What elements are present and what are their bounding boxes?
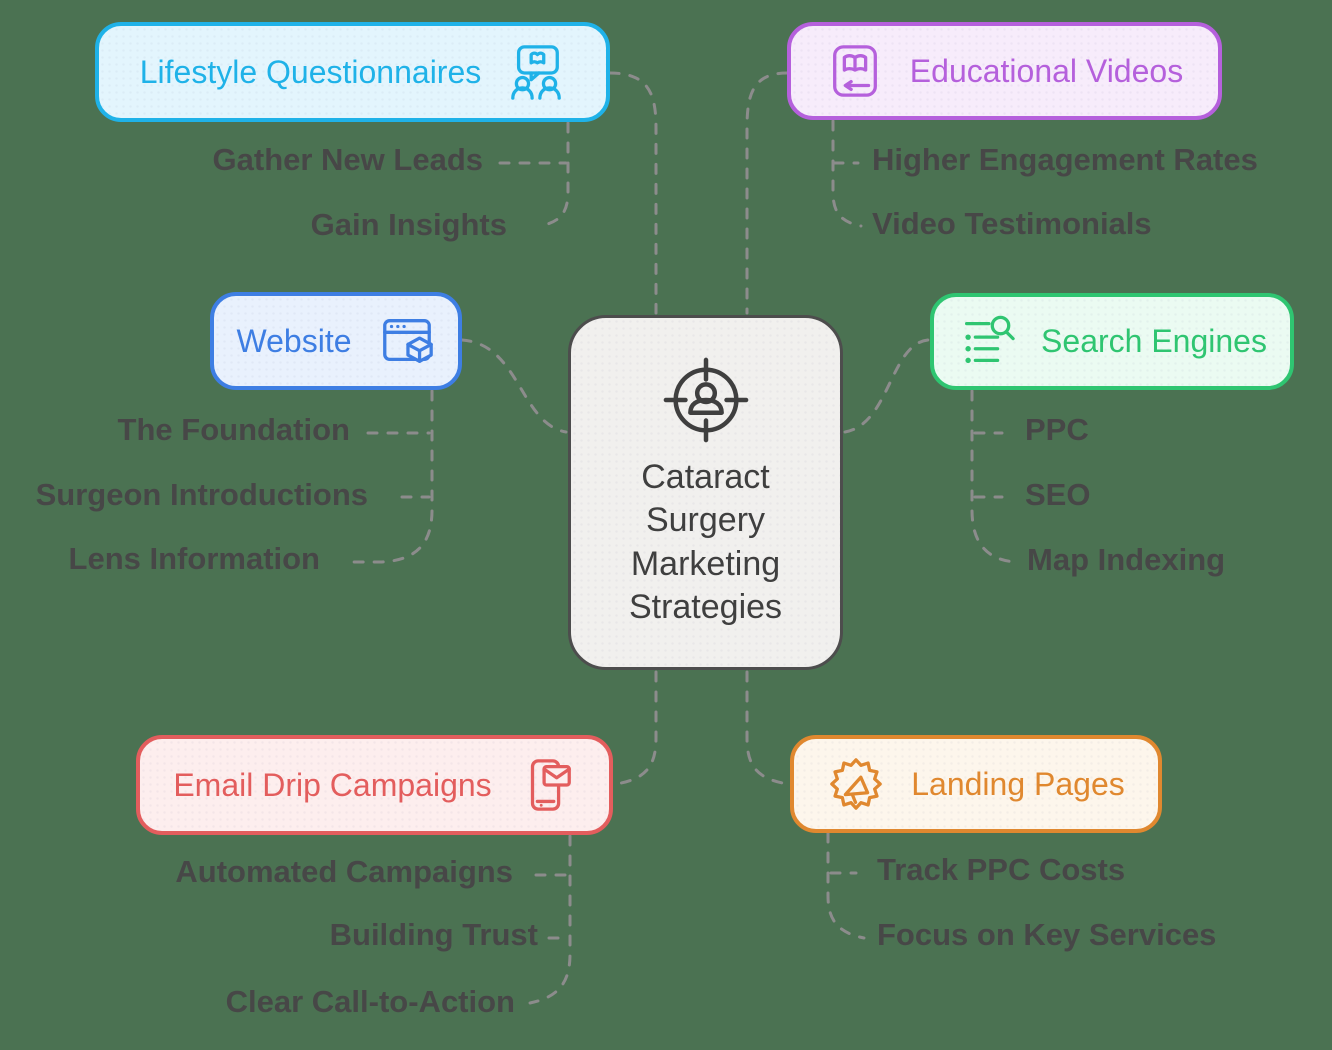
connector-center-to-email	[614, 670, 658, 786]
branch-node-landing-pages: Landing Pages	[790, 735, 1162, 833]
child-label-seo: SEO	[1025, 477, 1091, 512]
central-node: Cataract Surgery Marketing Strategies	[568, 315, 843, 670]
child-label-surgeon-introductions: Surgeon Introductions	[35, 477, 368, 512]
branch-title: Lifestyle Questionnaires	[139, 53, 482, 90]
central-title-line: Cataract	[641, 458, 770, 497]
branch-title: Educational Videos	[909, 52, 1184, 89]
target-user-icon	[662, 356, 750, 444]
connector-educational-to-center	[745, 71, 789, 315]
child-label-map-indexing: Map Indexing	[1027, 542, 1226, 577]
browser-cube-icon	[378, 312, 436, 370]
branch-node-email-drip-campaigns: Email Drip Campaigns	[136, 735, 613, 835]
connector-lifestyle-to-center	[608, 71, 658, 315]
badge-megaphone-icon	[827, 755, 885, 813]
branch-node-lifestyle-questionnaires: Lifestyle Questionnaires	[95, 22, 610, 122]
connector-website-to-center	[460, 338, 568, 434]
child-label-clear-call-to-action: Clear Call-to-Action	[225, 984, 515, 1019]
connector-email-children	[528, 834, 572, 1005]
connector-center-to-landing	[745, 670, 790, 786]
child-label-automated-campaigns: Automated Campaigns	[175, 854, 513, 889]
branch-node-search-engines: Search Engines	[930, 293, 1294, 390]
people-chat-icon	[507, 43, 565, 101]
child-label-building-trust: Building Trust	[329, 917, 538, 952]
connector-lifestyle-children	[538, 121, 570, 228]
list-search-icon	[957, 313, 1015, 371]
connector-landing-children	[826, 831, 866, 940]
connector-center-to-search	[843, 338, 930, 434]
central-node-title: Cataract Surgery Marketing Strategies	[629, 456, 782, 629]
child-label-higher-engagement-rates: Higher Engagement Rates	[872, 142, 1258, 177]
child-label-the-foundation: The Foundation	[117, 412, 350, 447]
child-label-gather-new-leads: Gather New Leads	[212, 142, 483, 177]
child-label-ppc: PPC	[1025, 412, 1089, 447]
central-title-line: Marketing	[630, 544, 781, 583]
child-label-lens-information: Lens Information	[68, 541, 320, 576]
central-title-line: Strategies	[628, 587, 783, 626]
connector-website-children	[342, 389, 434, 564]
branch-title: Landing Pages	[911, 765, 1125, 802]
child-label-gain-insights: Gain Insights	[310, 207, 507, 242]
branch-title: Website	[236, 322, 352, 359]
branch-node-website: Website	[210, 292, 462, 390]
phone-mail-icon	[518, 756, 576, 814]
central-title-line: Surgery	[645, 501, 766, 540]
connector-search-children	[970, 389, 1018, 564]
child-label-focus-on-key-services: Focus on Key Services	[877, 917, 1217, 952]
branch-node-educational-videos: Educational Videos	[787, 22, 1222, 120]
branch-title: Email Drip Campaigns	[173, 766, 492, 803]
branch-title: Search Engines	[1041, 323, 1267, 359]
video-book-icon	[826, 42, 884, 100]
connector-educational-children	[831, 119, 863, 228]
child-label-video-testimonials: Video Testimonials	[872, 206, 1152, 241]
child-label-track-ppc-costs: Track PPC Costs	[877, 852, 1126, 887]
